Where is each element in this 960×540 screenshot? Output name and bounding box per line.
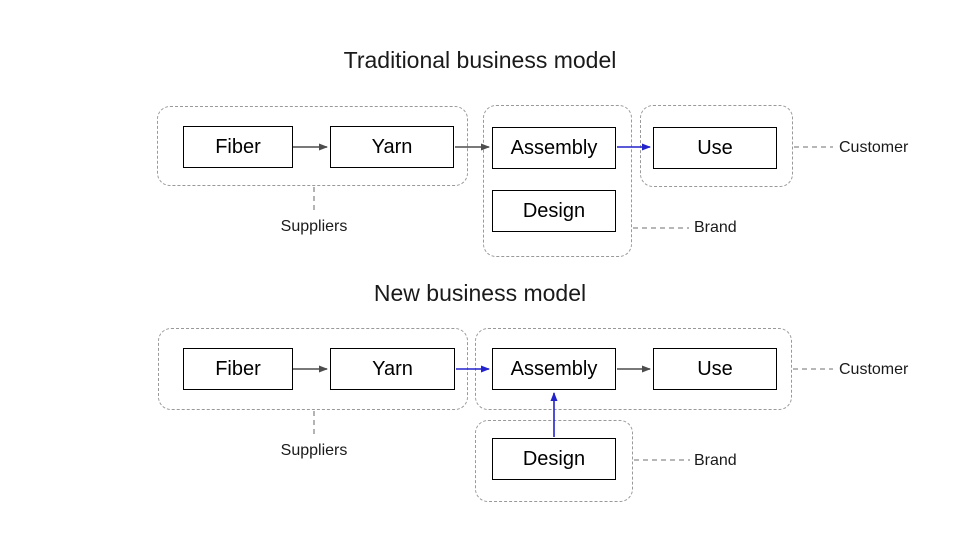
traditional-use-box: Use xyxy=(653,127,777,169)
new-suppliers-label: Suppliers xyxy=(280,442,348,459)
traditional-design-box: Design xyxy=(492,190,616,232)
new-use-box: Use xyxy=(653,348,777,390)
traditional-suppliers-group xyxy=(157,106,468,186)
traditional-fiber-box: Fiber xyxy=(183,126,293,168)
traditional-suppliers-label: Suppliers xyxy=(280,218,348,235)
new-brand-label: Brand xyxy=(694,452,737,469)
traditional-model-title: Traditional business model xyxy=(343,47,617,73)
new-assembly-box: Assembly xyxy=(492,348,616,390)
traditional-customer-label: Customer xyxy=(839,139,909,156)
new-yarn-box: Yarn xyxy=(330,348,455,390)
traditional-yarn-box: Yarn xyxy=(330,126,454,168)
new-customer-label: Customer xyxy=(839,361,909,378)
new-fiber-box: Fiber xyxy=(183,348,293,390)
traditional-assembly-box: Assembly xyxy=(492,127,616,169)
new-design-box: Design xyxy=(492,438,616,480)
traditional-brand-group xyxy=(483,105,632,257)
traditional-brand-label: Brand xyxy=(694,219,737,236)
new-model-title: New business model xyxy=(373,280,587,306)
traditional-customer-group xyxy=(640,105,793,187)
